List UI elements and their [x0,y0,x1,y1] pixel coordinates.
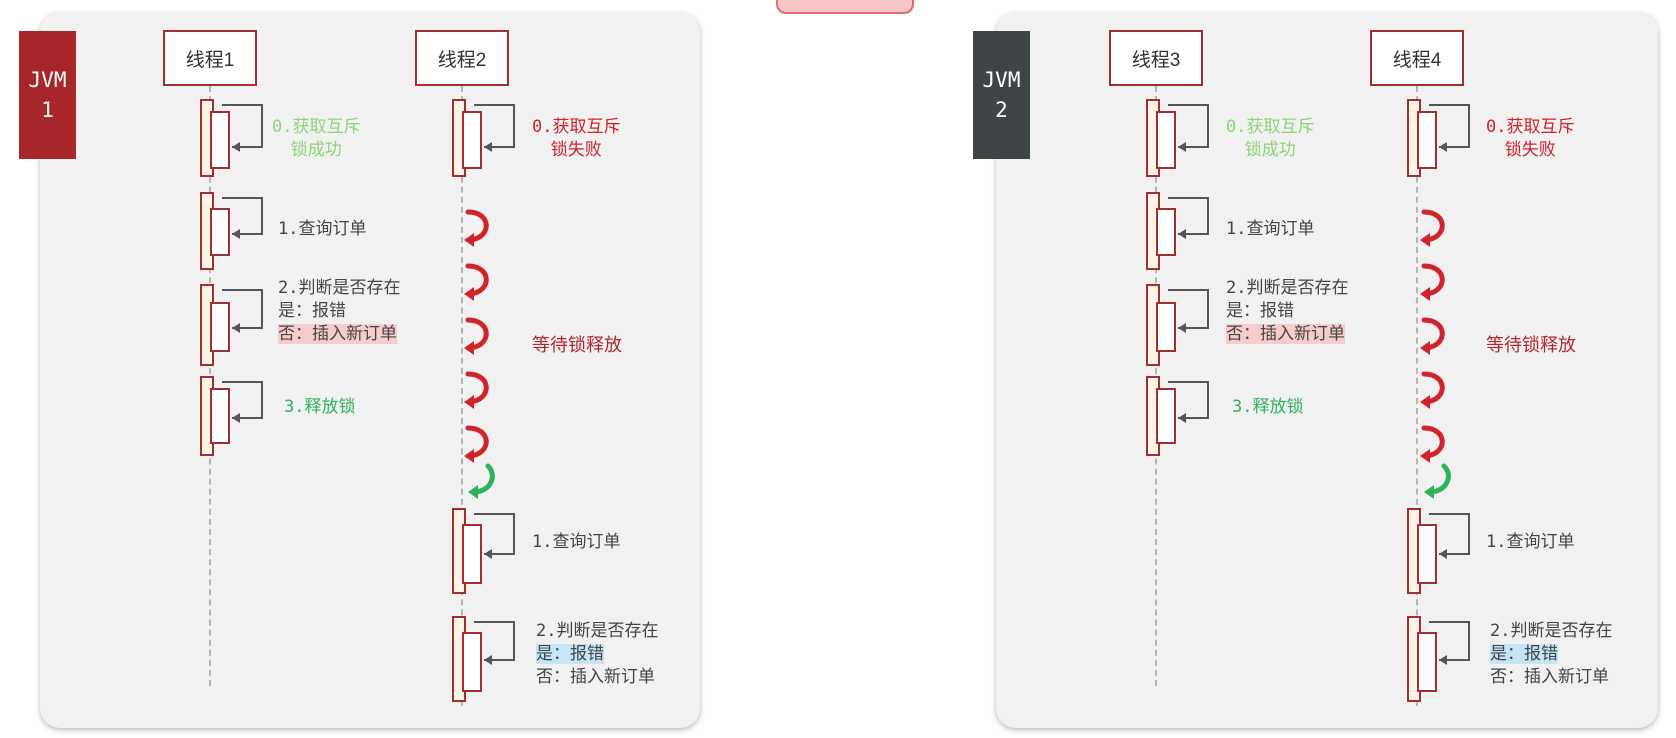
jvm-1-panel [40,12,700,728]
thread-2-step-check: 2.判断是否存在 [536,621,659,641]
thread-4-activation-query [1407,508,1470,594]
thread-1-step-insert: 否：插入新订单 [278,324,397,344]
jvm-1-badge: JVM 1 [19,31,76,159]
thread-4-step-insert: 否：插入新订单 [1490,667,1609,687]
thread-1-step-check: 2.判断是否存在 [278,278,401,298]
thread-2-wait-label: 等待锁释放 [532,335,622,355]
thread-2-step-insert: 否：插入新订单 [536,667,655,687]
thread-3-activation-lock [1146,99,1209,177]
thread-1-activation-query [200,192,263,270]
thread-4-activation-lock [1407,99,1470,177]
jvm-2-badge: JVM 2 [973,31,1030,159]
thread-2-step-query: 1.查询订单 [532,532,621,552]
thread-3-step-check: 2.判断是否存在 [1226,278,1349,298]
thread-4-step-error: 是：报错 [1490,644,1558,664]
thread-1-step-error: 是：报错 [278,301,346,321]
thread-1-step-release: 3.释放锁 [284,397,356,417]
thread-3-step-release: 3.释放锁 [1232,397,1304,417]
thread-3-step-insert: 否：插入新订单 [1226,324,1345,344]
thread-2-resume-arrow [468,463,495,499]
thread-1-step-lock: 0.获取互斥 锁成功 [272,117,361,160]
thread-2-activation-lock [452,99,515,177]
thread-3-step-error: 是：报错 [1226,301,1294,321]
thread-2-step-lock-fail: 0.获取互斥 锁失败 [532,117,621,160]
thread-4-step-check: 2.判断是否存在 [1490,621,1613,641]
thread-4-resume-arrow [1424,463,1451,499]
thread-4-wait-arrows [1420,209,1445,463]
thread-4-lifeline [1416,86,1418,706]
thread-1-activation-check [200,284,263,366]
thread-3-box: 线程3 [1109,30,1203,86]
thread-2-activation-query [452,508,515,594]
thread-2-step-error: 是：报错 [536,644,604,664]
top-tab [776,0,914,14]
thread-2-wait-arrows [464,209,489,463]
thread-4-activation-check [1407,616,1470,702]
thread-4-step-lock-fail: 0.获取互斥 锁失败 [1486,117,1575,160]
jvm-2-panel [996,12,1658,728]
thread-1-box: 线程1 [163,30,257,86]
thread-3-activation-query [1146,192,1209,270]
thread-2-lifeline [461,86,463,706]
thread-4-step-query: 1.查询订单 [1486,532,1575,552]
thread-1-activation-lock [200,99,263,177]
thread-1-activation-release [200,376,263,456]
thread-4-wait-label: 等待锁释放 [1486,335,1576,355]
thread-3-activation-check [1146,284,1209,366]
thread-2-activation-check [452,616,515,702]
thread-3-activation-release [1146,376,1209,456]
thread-4-box: 线程4 [1370,30,1464,86]
thread-3-step-query: 1.查询订单 [1226,219,1315,239]
thread-1-step-query: 1.查询订单 [278,219,367,239]
thread-2-box: 线程2 [415,30,509,86]
thread-3-step-lock: 0.获取互斥 锁成功 [1226,117,1315,160]
